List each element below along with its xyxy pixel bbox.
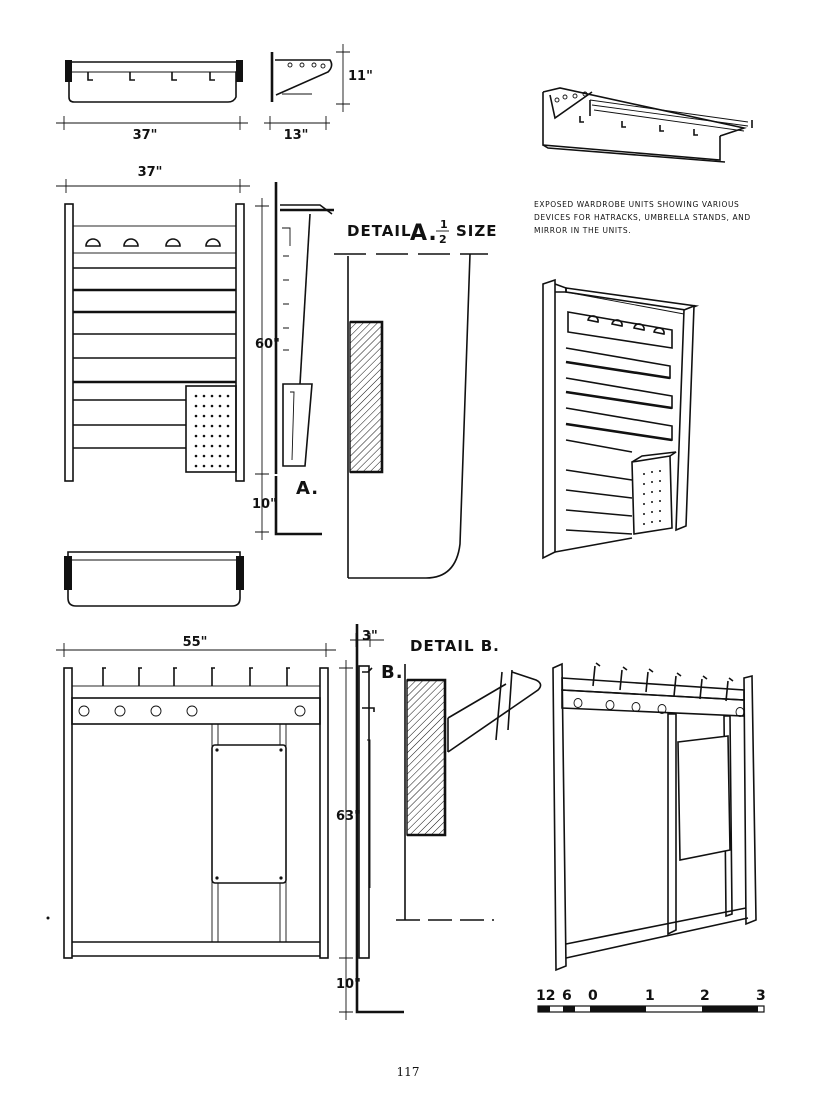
detail-a-fraction-den: 2 — [439, 233, 447, 246]
unit1-height-dimension: 60" 10" — [252, 198, 280, 540]
stray-dot — [46, 916, 50, 920]
caption-line-3: MIRROR IN THE UNITS. — [534, 226, 631, 235]
unit1-plan-view — [64, 551, 244, 607]
detail-b-section — [396, 664, 542, 921]
caption-line-2: DEVICES FOR HATRACKS, UMBRELLA STANDS, A… — [534, 213, 751, 222]
page-number: 117 — [397, 1065, 420, 1079]
unit2-depth-label: 3" — [362, 629, 378, 644]
rack-height-label: 11" — [348, 69, 373, 84]
unit2-height-dimension: 63" 10" — [336, 660, 361, 1020]
unit2-front-elevation — [63, 667, 329, 959]
rack-depth-label: 13" — [284, 128, 309, 143]
hat-rack-perspective — [542, 87, 753, 163]
umbrella-stand-perforations — [194, 394, 230, 468]
detail-a-size: SIZE — [456, 222, 498, 240]
detail-a-fraction-num: 1 — [440, 218, 448, 231]
detail-a-word: DETAIL — [347, 222, 412, 240]
scale-label-1: 1 — [645, 988, 655, 1004]
hat-rack-front-elevation — [65, 60, 243, 103]
unit2-width-dimension: 55" — [56, 635, 336, 657]
detail-b-marker: B. — [381, 662, 404, 683]
unit1-floor-label: 10" — [252, 497, 277, 512]
scale-label-6: 6 — [562, 988, 572, 1004]
unit1-front-elevation — [64, 203, 245, 482]
detail-a-letter: A. — [410, 221, 438, 246]
scale-label-12: 12 — [536, 988, 555, 1004]
scale-label-3: 3 — [756, 988, 766, 1004]
unit2-width-label: 55" — [183, 635, 208, 650]
scale-label-0: 0 — [588, 988, 598, 1004]
unit2-depth-dimension: 3" — [350, 629, 384, 647]
unit1-section — [274, 182, 334, 536]
detail-a-marker: A. — [296, 478, 319, 499]
hat-rack-side-elevation — [270, 52, 333, 102]
rack-width-label: 37" — [133, 128, 158, 143]
detail-a-title: DETAIL A. 1 2 SIZE — [347, 218, 498, 246]
unit2-section — [355, 624, 404, 1014]
detail-a-section — [334, 253, 488, 579]
scale-bar: 12 6 0 1 2 3 — [536, 988, 766, 1013]
rack-depth-dimension: 13" — [264, 116, 330, 143]
rack-width-dimension: 37" — [56, 116, 248, 143]
caption-line-1: EXPOSED WARDROBE UNITS SHOWING VARIOUS — [534, 200, 739, 209]
detail-b-title: DETAIL B. — [410, 637, 500, 655]
unit1-height-label: 60" — [255, 337, 280, 352]
unit1-perspective — [542, 278, 700, 560]
scale-label-2: 2 — [700, 988, 710, 1004]
caption: EXPOSED WARDROBE UNITS SHOWING VARIOUS D… — [534, 200, 751, 235]
rack-height-dimension: 11" — [336, 44, 373, 112]
unit1-width-dimension: 37" — [56, 165, 250, 193]
unit2-height-label: 63" — [336, 809, 361, 824]
unit1-width-label: 37" — [138, 165, 163, 180]
unit2-perspective — [552, 662, 757, 972]
unit2-floor-label: 10" — [336, 977, 361, 992]
